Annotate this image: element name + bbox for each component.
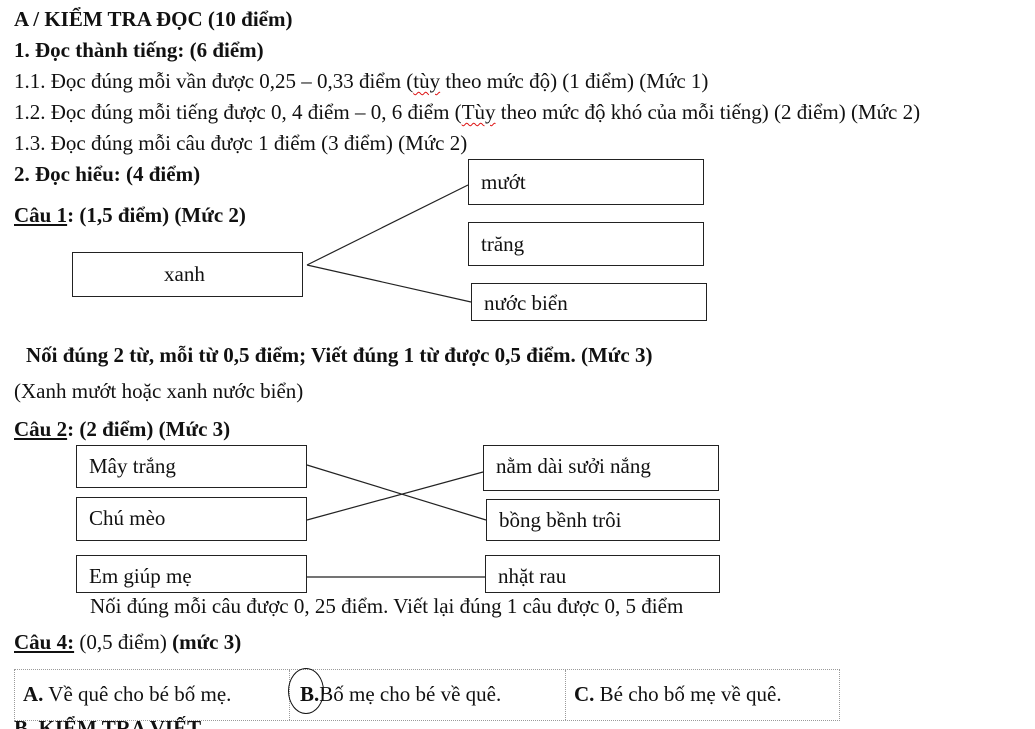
q2-line-may-trang (306, 464, 487, 521)
section1-line1: 1.1. Đọc đúng mỗi vần được 0,25 – 0,33 đ… (14, 69, 709, 93)
section1-line3: 1.3. Đọc đúng mỗi câu được 1 điểm (3 điể… (14, 131, 468, 155)
section1-line2: 1.2. Đọc đúng mỗi tiếng được 0, 4 điểm –… (14, 100, 921, 124)
q1-right-box-3: nước biển (471, 283, 707, 321)
q1-right-box-2: trăng (468, 222, 704, 266)
q2-left-box-2: Chú mèo (76, 497, 307, 541)
q1-line-xanh-nuoc-bien (306, 264, 472, 303)
q2-right-box-3: nhặt rau (485, 555, 720, 593)
q1-line-xanh-muot (306, 184, 469, 266)
q1-right-box-1: mướt (468, 159, 704, 205)
q4-option-b: B.Bố mẹ cho bé về quê. (290, 670, 566, 720)
q2-right-box-1: nằm dài sưởi nắng (483, 445, 719, 491)
q4-heading: Câu 4: (0,5 điểm) (mức 3) (14, 630, 242, 654)
q2-right-box-2: bồng bềnh trôi (486, 499, 720, 541)
q2-left-box-3: Em giúp mẹ (76, 555, 307, 593)
q2-left-box-1: Mây trắng (76, 445, 307, 488)
q4-option-c: C. Bé cho bố mẹ về quê. (574, 682, 782, 706)
q2-heading: Câu 2: (2 điểm) (Mức 3) (14, 417, 231, 441)
main-heading: A / KIỂM TRA ĐỌC (10 điểm) (14, 7, 293, 31)
q4-options-table: A. Về quê cho bé bố mẹ. B.Bố mẹ cho bé v… (14, 669, 840, 721)
q1-heading: Câu 1: (1,5 điểm) (Mức 2) (14, 203, 246, 227)
next-section-heading: B. KIỂM TRA VIẾT (14, 716, 202, 729)
q1-left-box: xanh (72, 252, 303, 297)
q2-line-chu-meo (306, 471, 484, 521)
q2-scoring: Nối đúng mỗi câu được 0, 25 điểm. Viết l… (90, 594, 684, 618)
section1-title: 1. Đọc thành tiếng: (6 điểm) (14, 38, 264, 62)
q4-option-a: A. Về quê cho bé bố mẹ. (15, 670, 290, 720)
answer-circle-mark (288, 668, 324, 714)
section2-title: 2. Đọc hiểu: (4 điểm) (14, 162, 201, 186)
q1-scoring: Nối đúng 2 từ, mỗi từ 0,5 điểm; Viết đún… (26, 343, 653, 367)
q1-answer: (Xanh mướt hoặc xanh nước biển) (14, 379, 304, 403)
